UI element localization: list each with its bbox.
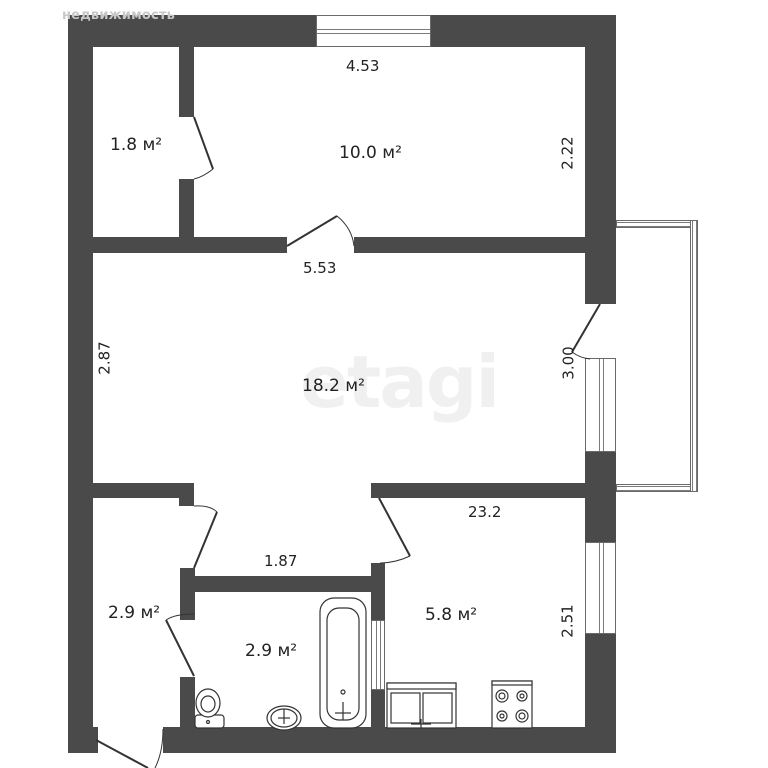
bathtub-icon (319, 597, 367, 729)
sink-icon (266, 705, 302, 731)
wall-storage-lower (179, 179, 194, 253)
door-storage (193, 116, 214, 170)
kitchen-sink-icon (386, 682, 457, 729)
door-entrance (95, 739, 149, 768)
wall-bathroom-left-upper (180, 568, 195, 620)
room-area-kitchen: 5.8 м² (425, 605, 478, 625)
window-balcony (585, 358, 616, 452)
wall-living-bottom-right (371, 483, 585, 498)
watermark: etagi (300, 340, 500, 424)
door-kitchen (378, 497, 411, 557)
wall-storage-upper (179, 47, 194, 117)
wall-bedroom-bottom-left (93, 237, 287, 253)
dim-living-width: 5.53 (303, 259, 337, 277)
wall-living-bottom-left (93, 483, 194, 498)
window-top (316, 15, 431, 47)
outer-wall-right-upper (585, 15, 616, 304)
wall-bedroom-bottom-right (354, 237, 585, 253)
dim-living-depth-right: 3.00 (559, 346, 578, 380)
stove-icon (491, 680, 533, 729)
dim-total-area: 23.2 (468, 503, 502, 521)
dim-corridor-width: 1.87 (264, 552, 298, 570)
dim-living-depth-left: 2.87 (95, 341, 114, 375)
room-area-living: 18.2 м² (302, 376, 365, 396)
room-area-hallway: 2.9 м² (108, 603, 161, 623)
door-bathroom (165, 619, 195, 677)
window-kitchen (585, 542, 616, 634)
outer-wall-bottom-left-stub (68, 727, 98, 753)
door-bedroom (286, 215, 338, 247)
dim-bedroom-width: 4.53 (346, 57, 380, 75)
wall-hall-stub (179, 483, 194, 506)
door-balcony (571, 303, 601, 353)
brand-label: недвижимость (62, 8, 176, 23)
outer-wall-left (68, 15, 93, 753)
dim-kitchen-depth: 2.51 (558, 604, 577, 638)
wall-bathroom-left-lower (180, 677, 195, 733)
door-hall (193, 511, 218, 569)
room-area-bathroom: 2.9 м² (245, 641, 298, 661)
dim-bedroom-depth: 2.22 (558, 136, 577, 170)
bathroom-partition-glass (371, 620, 385, 690)
outer-wall-right-middle (585, 452, 616, 542)
balcony (616, 220, 698, 492)
outer-wall-bottom (163, 727, 616, 753)
room-area-bedroom: 10.0 м² (339, 143, 402, 163)
wall-bathroom-top (180, 576, 385, 592)
wall-bathroom-right-upper (371, 563, 385, 620)
toilet-icon (194, 688, 225, 729)
wall-bathroom-right-lower (371, 690, 385, 730)
balcony-rail-side (690, 220, 698, 492)
room-area-storage: 1.8 м² (110, 135, 163, 155)
outer-wall-top-left (68, 15, 316, 47)
